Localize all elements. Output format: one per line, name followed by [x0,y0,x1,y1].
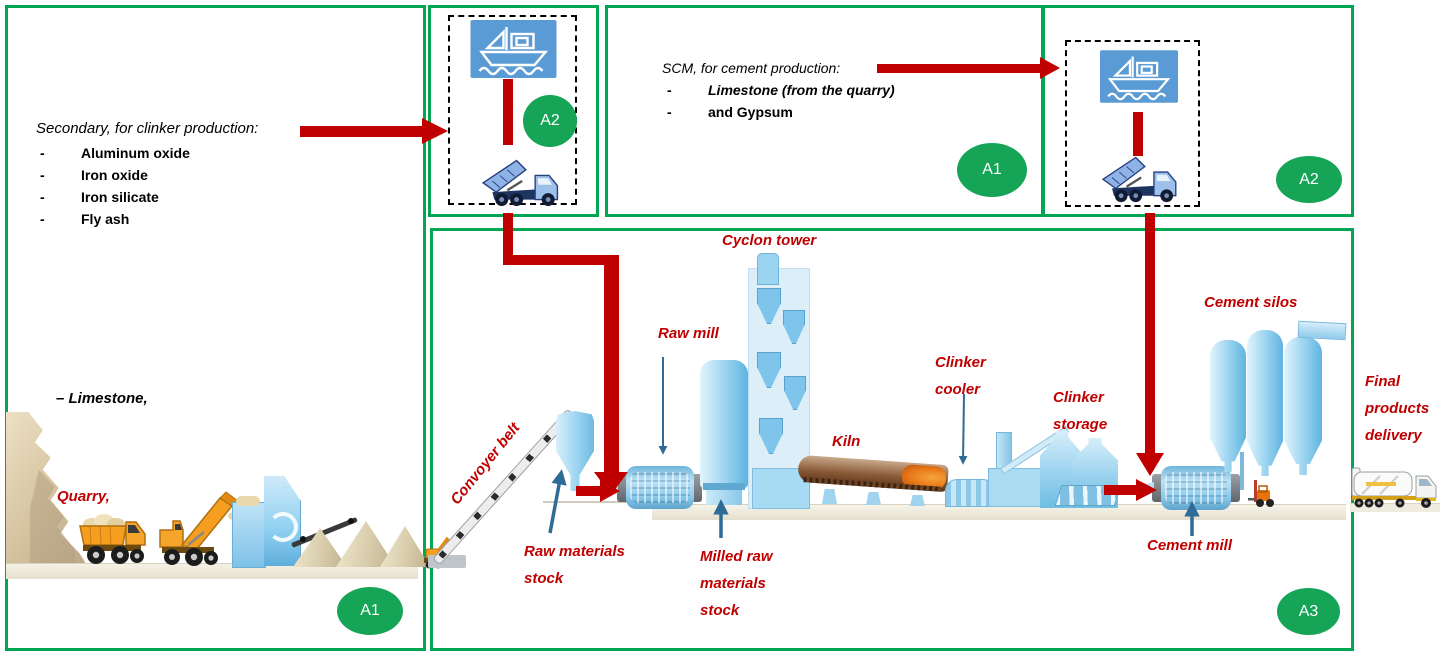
secondary-item-3: Iron silicate [81,189,159,205]
cement-silos-label: Cement silos [1204,294,1298,311]
raw-mill-label: Raw mill [658,325,719,342]
cement-silo [1284,337,1322,475]
scm-item-1: Limestone (from the quarry) [708,82,895,98]
flow-path-left-h [503,255,619,265]
kiln-leg [822,489,837,504]
badge-a2-right: A2 [1276,156,1342,203]
cement-mill-icon [1161,466,1231,510]
flow-arrow-scm-head [1040,57,1060,79]
milled-stock-silo [700,360,748,488]
crusher-icon [232,502,266,568]
ship-icon [1100,50,1178,103]
quarry-group-box [5,5,426,651]
secondary-item-2: Iron oxide [81,167,148,183]
secondary-item-dash-4: - [40,211,45,227]
flow-path-right-v [1145,213,1155,455]
scm-item-dash-1: - [667,82,672,98]
forklift-icon [1248,480,1274,507]
limestone-note: – Limestone, [56,390,148,407]
quarry-conveyor-wheel [300,536,306,542]
cement-mill-cap-right [1228,474,1240,502]
raw-mill-texture [630,472,690,503]
clinker-cooler-label: Clinker cooler [935,354,986,398]
flow-bar-supplier-left [503,79,513,145]
scm-intro-text: SCM, for cement production: [662,60,841,76]
clinker-storage-label: Clinker storage [1053,389,1108,433]
secondary-item-dash-3: - [40,189,45,205]
secondary-item-dash-2: - [40,167,45,183]
flow-arrow-rawmill-shaft [576,486,602,496]
cement-mill-texture [1165,472,1227,504]
flow-arrow-secondary-head [422,118,448,144]
crusher-screw [268,512,298,542]
secondary-item-dash-1: - [40,145,45,161]
delivery-ground [1350,503,1440,512]
quarry-truck-icon [79,514,146,564]
flow-path-left-v1 [503,213,513,265]
quarry-label: Quarry, [57,488,110,505]
cyclone-tower-label: Cyclon tower [722,232,817,249]
delivery-truck-icon [1351,467,1437,508]
badge-a1-scm: A1 [957,143,1027,197]
cement-silo [1210,340,1246,472]
plant-ground-line [543,501,655,503]
kiln-label: Kiln [832,433,861,450]
secondary-item-1: Aluminum oxide [81,145,190,161]
cement-silo [1247,330,1283,476]
flow-path-left-v2 [604,255,619,474]
silo-discharge-pipe [1240,452,1244,490]
flow-arrow-cementmill-shaft [1104,485,1137,495]
badge-a2-left: A2 [523,95,577,147]
flow-bar-supplier-right [1133,112,1143,156]
kiln-leg [866,492,881,505]
plant-group-box [430,228,1354,651]
quarry-truck-dumping-icon [159,491,240,566]
dump-truck-icon [481,159,559,207]
raw-stock-label: Raw materials stock [524,543,625,587]
flow-arrow-rawmill-head [600,480,620,502]
flow-arrow-secondary-shaft [300,126,425,137]
badge-a1-quarry: A1 [337,587,403,635]
dump-truck-icon [1101,156,1177,203]
secondary-item-4: Fly ash [81,211,130,227]
quarry-conveyor-wheel [348,518,354,524]
kiln-leg [910,495,925,506]
milled-stock-band [703,483,745,490]
cyclone-tower-stack [757,253,779,285]
crusher-feed-rocks [236,496,260,506]
milled-stock-label: Milled raw materials stock [700,548,773,619]
ship-icon [470,20,557,78]
final-delivery-label: Final products delivery [1365,373,1430,444]
flow-arrow-scm-shaft [877,64,1040,73]
flow-path-right-head-down [1136,453,1164,476]
flow-arrow-cementmill-head [1136,479,1157,501]
supplier-left-group-box [428,5,599,217]
raw-mill-icon [626,466,694,509]
supplier-right-group-box [1042,5,1354,217]
scm-item-2: and Gypsum [708,104,793,120]
badge-a3-plant: A3 [1277,588,1340,635]
secondary-intro-text: Secondary, for clinker production: [36,120,259,137]
scm-item-dash-2: - [667,104,672,120]
transfer-building [988,468,1044,507]
milled-stock-base [706,490,742,505]
cement-mill-label: Cement mill [1147,537,1233,554]
silo-top-duct [1297,320,1347,341]
